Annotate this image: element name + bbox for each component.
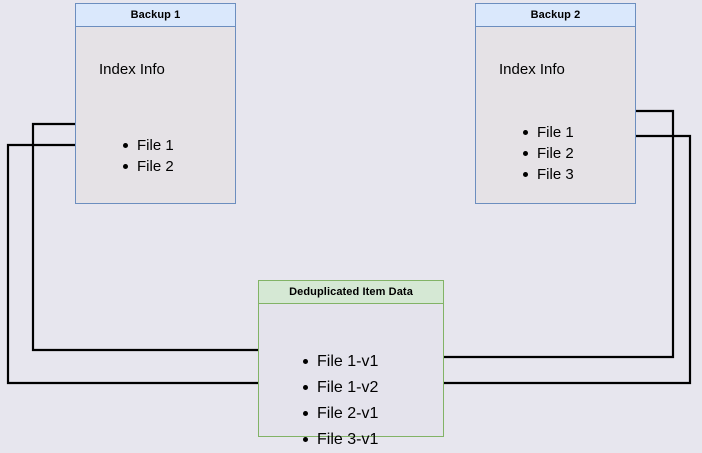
backup2-body: Index Info File 1 File 2 File 3 [476, 27, 635, 203]
list-item[interactable]: File 1 [521, 122, 574, 143]
list-item[interactable]: File 3 [521, 164, 574, 185]
backup2-file-list: File 1 File 2 File 3 [521, 122, 574, 185]
list-item[interactable]: File 2-v1 [301, 401, 378, 427]
backup1-body: Index Info File 1 File 2 [76, 27, 235, 203]
backup1-index-info-label: Index Info [99, 61, 165, 78]
diagram-canvas: Backup 1 Index Info File 1 File 2 Backup… [6, 3, 692, 448]
backup1-header-label: Backup 1 [76, 4, 235, 27]
list-item[interactable]: File 2 [521, 143, 574, 164]
list-item[interactable]: File 1-v1 [301, 349, 378, 375]
backup1-file-list: File 1 File 2 [121, 135, 174, 177]
list-item[interactable]: File 1-v2 [301, 375, 378, 401]
list-item[interactable]: File 2 [121, 156, 174, 177]
backup2-box[interactable]: Backup 2 Index Info File 1 File 2 File 3 [475, 3, 636, 204]
backup2-header-label: Backup 2 [476, 4, 635, 27]
list-item[interactable]: File 3-v1 [301, 427, 378, 453]
deduplicated-item-data-box[interactable]: Deduplicated Item Data File 1-v1 File 1-… [258, 280, 444, 448]
backup1-box[interactable]: Backup 1 Index Info File 1 File 2 [75, 3, 236, 204]
list-item[interactable]: File 1 [121, 135, 174, 156]
backup2-index-info-label: Index Info [499, 61, 565, 78]
dedup-item-list: File 1-v1 File 1-v2 File 2-v1 File 3-v1 [301, 349, 378, 453]
dedup-header-label: Deduplicated Item Data [259, 281, 443, 304]
dedup-body: File 1-v1 File 1-v2 File 2-v1 File 3-v1 [259, 304, 443, 448]
